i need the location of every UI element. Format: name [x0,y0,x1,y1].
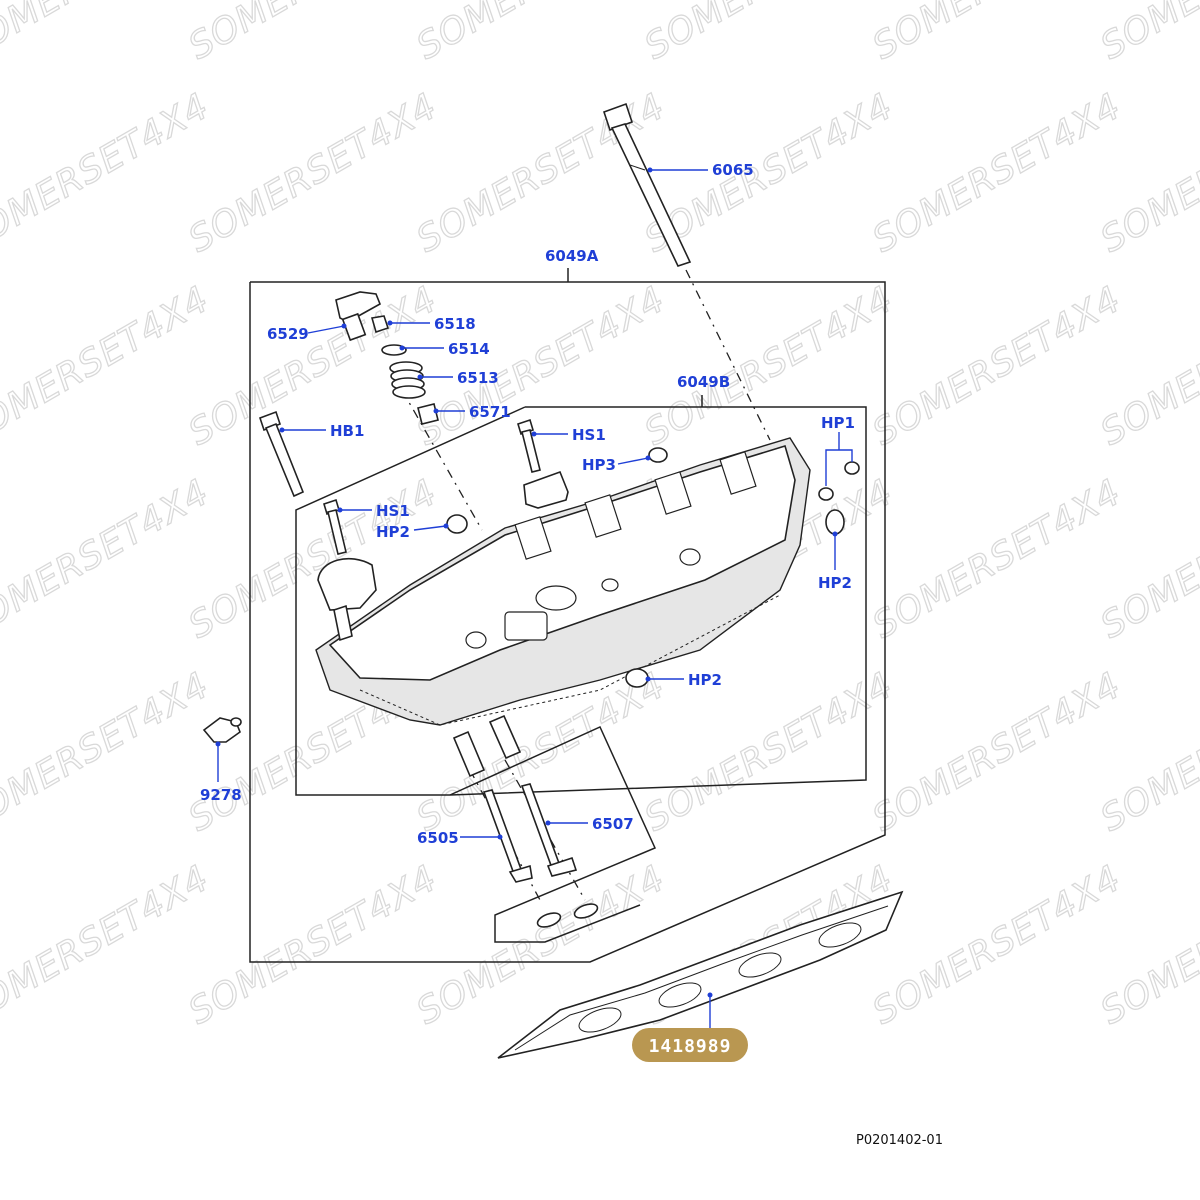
label-6513[interactable]: 6513 [457,369,499,387]
part-number-text[interactable]: 1418989 [649,1036,732,1057]
watermark-text: SOMERSET4X4 [0,665,216,840]
bolt-HS1-upper [517,418,541,473]
label-6507[interactable]: 6507 [592,815,634,833]
spring-6513 [389,361,426,399]
plug-HP2-c [625,668,649,688]
plug-HP1-b [844,461,860,475]
label-HS1-upper[interactable]: HS1 [572,426,606,444]
watermark-text: SOMERSET4X4 [866,86,1128,261]
label-6065[interactable]: 6065 [712,161,754,179]
vvt-solenoid-6529 [335,291,382,342]
plug-HP3 [648,447,668,463]
label-6049A[interactable]: 6049A [545,247,599,265]
plug-HP2-a [446,514,468,534]
watermark-text: SOMERSET4X4 [182,858,444,1033]
label-HP2-right[interactable]: HP2 [818,574,852,592]
label-HP1[interactable]: HP1 [821,414,855,432]
watermark-text: SOMERSET4X4 [0,86,216,261]
watermark-text: SOMERSET4X4 [866,665,1128,840]
bolt-HS1-lower [323,498,347,555]
bolt-lower-small [333,604,353,642]
watermark-text: SOMERSET4X4 [866,279,1128,454]
valve-guides [452,714,522,778]
watermark-text: SOMERSET4X4 [410,0,672,68]
plug-HP2-b [825,509,845,535]
label-HB1[interactable]: HB1 [330,422,364,440]
valve-keepers [536,903,599,928]
label-6514[interactable]: 6514 [448,340,490,358]
bolt-HB1 [258,410,305,498]
bolt-6065 [602,102,692,267]
watermark-text: SOMERSET4X4 [638,0,900,68]
bearing-cap-lower [317,557,377,611]
valve-6507 [520,783,578,877]
sensor-9278 [202,717,242,743]
watermark-text: SOMERSET4X4 [0,279,216,454]
label-HP2-left[interactable]: HP2 [376,523,410,541]
watermark-text: SOMERSET4X4 [866,858,1128,1033]
label-HP3[interactable]: HP3 [582,456,616,474]
watermark-text: SOMERSET4X4 [182,86,444,261]
leader-lines [215,167,853,1030]
watermark-text: SOMERSET4X4 [866,472,1128,647]
label-6529[interactable]: 6529 [267,325,309,343]
frame-valves [449,726,657,943]
label-6049B[interactable]: 6049B [677,373,730,391]
watermark-text: SOMERSET4X4 [1094,0,1200,68]
label-6518[interactable]: 6518 [434,315,476,333]
watermark-text: SOMERSET4X4 [866,0,1128,68]
label-9278[interactable]: 9278 [200,786,242,804]
plug-HP1-a [818,487,834,501]
cylinder-head [315,437,811,726]
diagram-code: P0201402-01 [856,1133,943,1148]
valve-6505 [482,789,533,883]
watermark-text: SOMERSET4X4 [0,472,216,647]
seal-6571 [417,403,439,425]
label-6505[interactable]: 6505 [417,829,459,847]
head-gasket-1418989 [497,890,904,1059]
bearing-cap-upper [523,470,569,509]
watermark-text: SOMERSET4X4 [638,665,900,840]
label-HP2-bottom[interactable]: HP2 [688,671,722,689]
part-number-badge[interactable]: 1418989 [632,1028,748,1062]
watermark-text: SOMERSET4X4 [182,0,444,68]
label-HS1-lower[interactable]: HS1 [376,502,410,520]
watermark-text: SOMERSET4X4 [410,279,672,454]
fitting-6518 [370,315,390,334]
watermark-text: SOMERSET4X4 [0,858,216,1033]
part-labels: 6065 6049A 6529 6518 6514 6513 6049B 657… [200,161,855,847]
watermark-text: SOMERSET4X4 [638,279,900,454]
label-6571[interactable]: 6571 [469,403,511,421]
frame-6049A [249,268,886,963]
